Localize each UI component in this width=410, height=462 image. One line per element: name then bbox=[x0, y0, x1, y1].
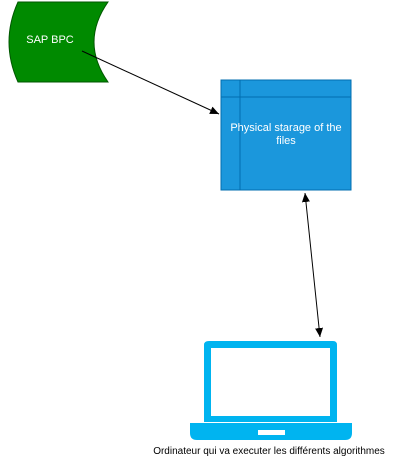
physical-storage-node[interactable] bbox=[220, 79, 352, 191]
database-shape-icon bbox=[8, 1, 109, 83]
laptop-node[interactable] bbox=[190, 341, 352, 440]
sap-bpc-node[interactable] bbox=[8, 1, 109, 83]
laptop-trackpad-notch bbox=[258, 430, 285, 435]
edge-sap-to-storage[interactable] bbox=[81, 50, 220, 115]
laptop-icon bbox=[190, 341, 352, 440]
storage-grid-icon bbox=[220, 79, 352, 191]
physical-storage-label: Physical starage of the files bbox=[230, 122, 342, 147]
edge-storage-to-laptop[interactable] bbox=[301, 192, 324, 338]
sap-bpc-label: SAP BPC bbox=[26, 34, 74, 46]
laptop-caption: Ordinateur qui va executer les différent… bbox=[153, 446, 385, 457]
laptop-screen bbox=[204, 341, 337, 422]
